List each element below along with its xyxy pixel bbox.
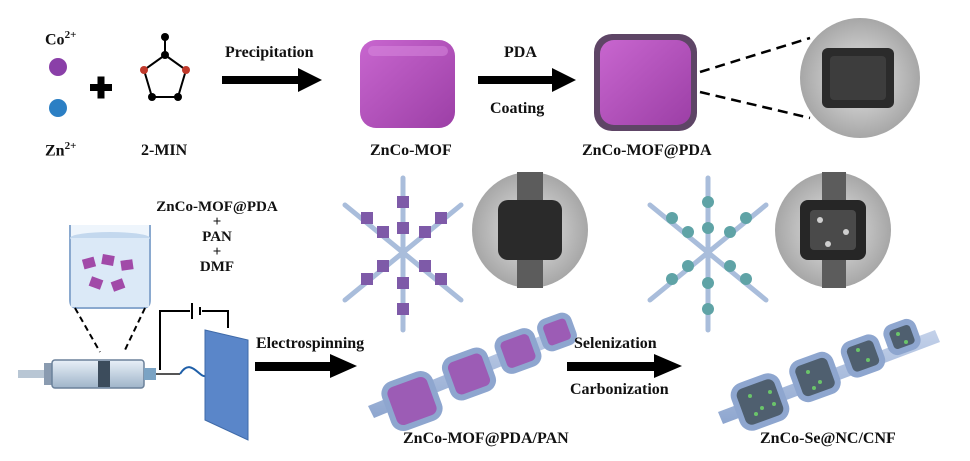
solution-plus-2: + [212, 244, 222, 260]
plus-icon [90, 76, 112, 99]
solution-components: ZnCo-MOF@PDA + PAN + DMF [152, 200, 282, 275]
tem-image-fiber-selenide [775, 172, 891, 288]
solution-line-2: PAN [202, 229, 232, 245]
ligand-atom [148, 93, 156, 101]
tem-image-mof-pda [800, 18, 920, 138]
ligand-atom [161, 51, 169, 59]
fiber-selenide-particles [666, 196, 752, 315]
zinc-ion-label: Zn2+ [45, 140, 77, 160]
syringe [18, 359, 180, 389]
solution-plus-1: + [212, 214, 222, 230]
mof-label: ZnCo-MOF [370, 142, 452, 159]
zoom-line [699, 90, 811, 120]
ligand-molecule [142, 37, 188, 98]
solution-line-1: ZnCo-MOF@PDA [156, 199, 278, 215]
mof-pda-pan-fiber [368, 312, 577, 432]
mof-pda-cube [594, 34, 697, 131]
zoom-line [74, 307, 101, 353]
zinc-ion [49, 99, 67, 117]
cobalt-ion [49, 58, 67, 76]
ligand-nitrogen-atom [140, 66, 148, 74]
ligand-nitrogen-atom [182, 66, 190, 74]
solution-line-3: DMF [199, 259, 235, 275]
beaker [69, 225, 151, 309]
ligand-atom [161, 33, 169, 41]
fiber-mof-particles [361, 196, 447, 315]
high-voltage-circuit [159, 303, 229, 370]
precipitation-label: Precipitation [225, 44, 314, 61]
ligand-atom [174, 93, 182, 101]
electrospinning-label: Electrospinning [256, 335, 365, 352]
selenization-label: Selenization [574, 335, 657, 352]
mof-cube [360, 40, 455, 128]
cobalt-ion-label: Co2+ [45, 29, 77, 49]
collector-plate [204, 329, 249, 441]
precipitation-arrow [222, 68, 322, 92]
electrospinning-arrow [255, 354, 357, 378]
selenization-arrow [567, 354, 682, 378]
zoom-line [699, 36, 811, 74]
final-product-label: ZnCo-Se@NC/CNF [760, 430, 896, 447]
final-fiber [718, 318, 940, 431]
coating-label: Coating [490, 100, 545, 117]
mof-pda-pan-label: ZnCo-MOF@PDA/PAN [403, 430, 569, 447]
carbonization-label: Carbonization [570, 381, 669, 398]
pda-coating-arrow [478, 68, 576, 92]
pda-label: PDA [504, 44, 537, 61]
ligand-label: 2-MIN [141, 142, 188, 159]
tem-image-fiber-mof [472, 172, 588, 288]
mof-pda-label: ZnCo-MOF@PDA [582, 142, 712, 159]
zoom-line [123, 307, 146, 353]
